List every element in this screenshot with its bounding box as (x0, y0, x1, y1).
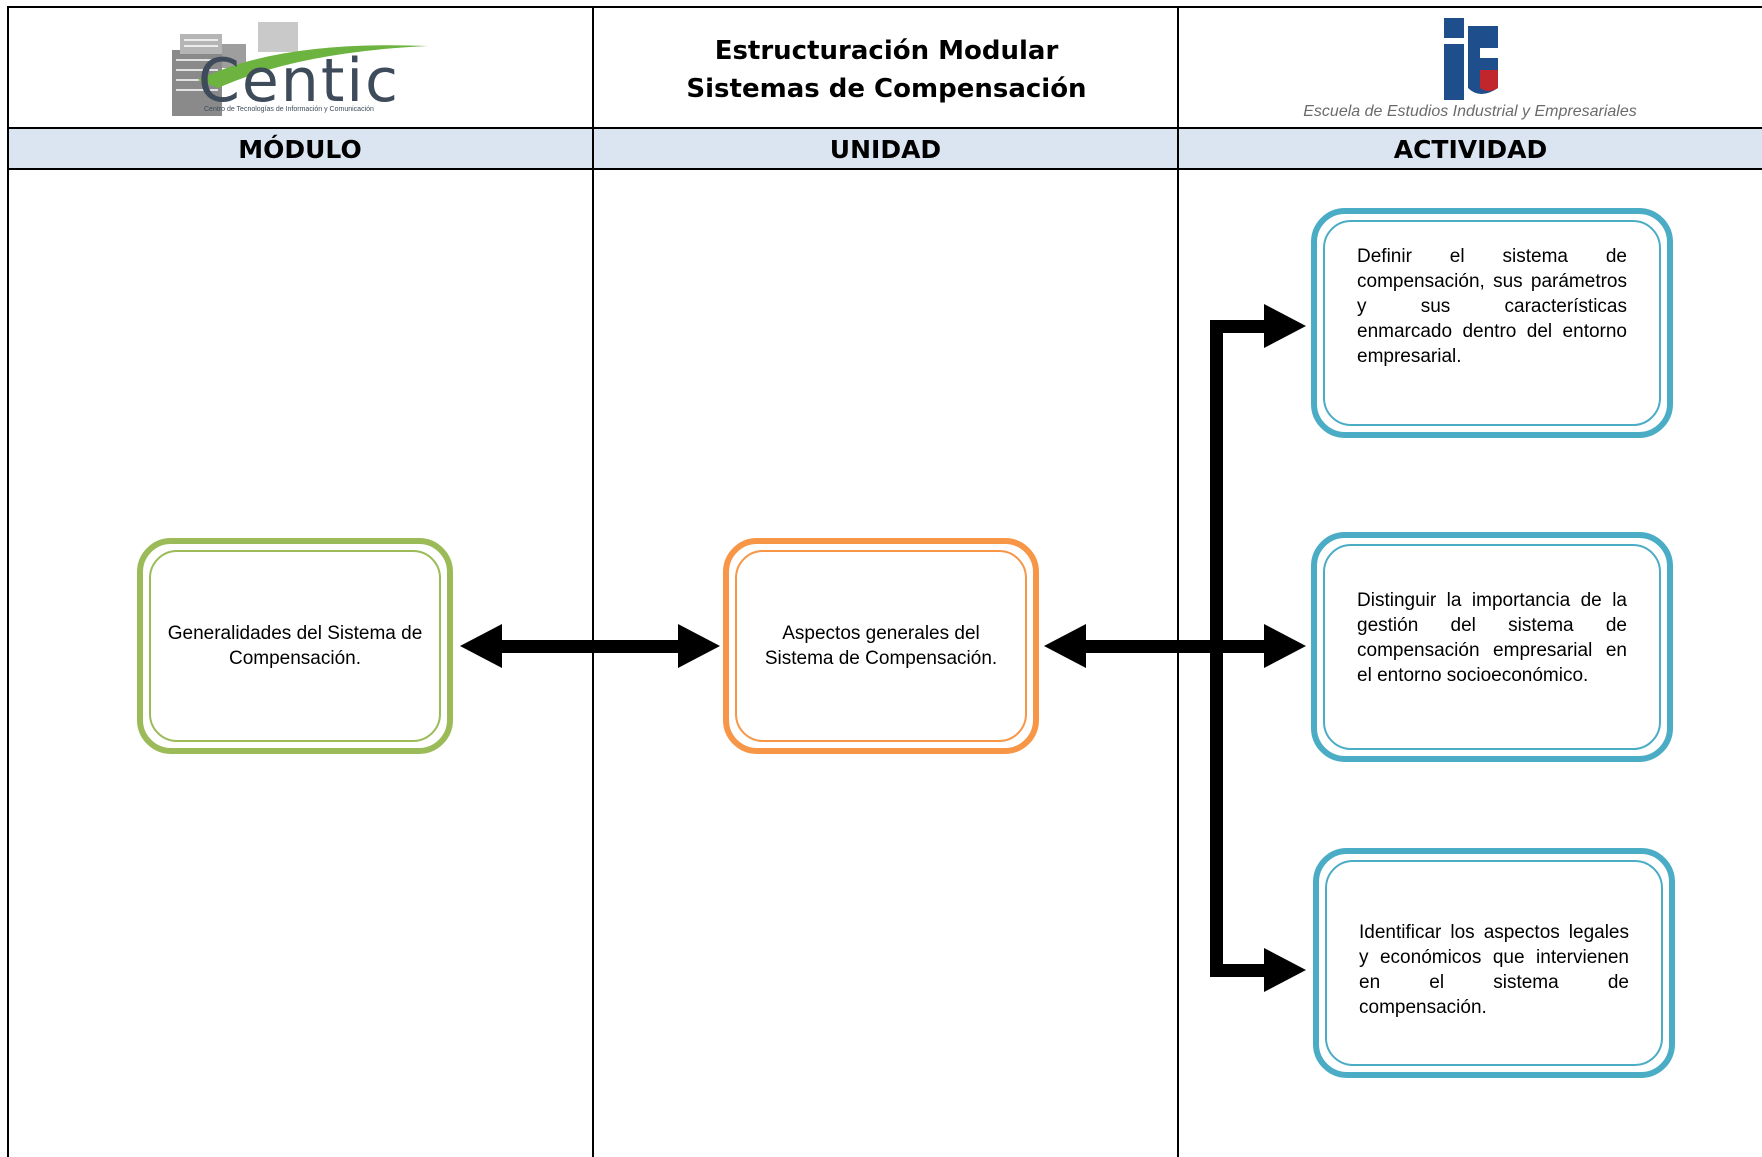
activity-3-text: Identificar los aspectos legales y econó… (1359, 922, 1629, 1018)
table-top-border (8, 6, 1762, 8)
school-logo (1440, 18, 1504, 100)
unit-activity-arrow (1044, 624, 1306, 668)
column-header-activity: ACTIVIDAD (1393, 135, 1548, 164)
module-text: Generalidades del Sistema de Compensació… (167, 623, 423, 669)
unit-box-inner-border (735, 550, 1027, 742)
school-caption: Escuela de Estudios Industrial y Empresa… (1303, 103, 1637, 120)
activity-box-1: Definir el sistema de compensación, sus … (1311, 208, 1673, 438)
activity-box-2-inner-border (1323, 544, 1661, 750)
title-line-2: Sistemas de Compensación (686, 74, 1087, 104)
activity-2-text: Distinguir la importancia de la gestión … (1357, 590, 1627, 686)
column-divider-1 (592, 6, 594, 1157)
module-unit-arrow (460, 624, 720, 668)
centic-logo: Centic Centro de Tecnologías de Informac… (158, 10, 444, 122)
page-title: Estructuración Modular Sistemas de Compe… (594, 32, 1179, 108)
column-header-divider (8, 168, 1762, 170)
column-divider-2 (1177, 6, 1179, 1157)
table-left-border (7, 6, 9, 1157)
header-divider (8, 127, 1762, 129)
activity-3-arrow (1210, 948, 1306, 992)
title-line-1: Estructuración Modular (714, 36, 1059, 66)
activity-1-text: Definir el sistema de compensación, sus … (1357, 246, 1627, 367)
activity-bus-line (1210, 320, 1223, 977)
activity-box-1-inner-border (1323, 220, 1661, 426)
unit-text: Aspectos generales del Sistema de Compen… (764, 623, 998, 669)
activity-box-3-inner-border (1325, 860, 1663, 1066)
school-emblem-icon (1444, 18, 1498, 100)
unit-box: Aspectos generales del Sistema de Compen… (723, 538, 1039, 754)
column-header-module: MÓDULO (238, 135, 362, 164)
module-box-inner-border (149, 550, 441, 742)
activity-1-arrow (1210, 304, 1306, 348)
column-header-unit: UNIDAD (829, 135, 942, 164)
centic-logo-graphic (172, 22, 428, 116)
activity-box-2: Distinguir la importancia de la gestión … (1311, 532, 1673, 762)
activity-box-3: Identificar los aspectos legales y econó… (1313, 848, 1675, 1078)
module-box: Generalidades del Sistema de Compensació… (137, 538, 453, 754)
centic-wordmark: Centic (198, 46, 401, 116)
column-header-band (8, 128, 1762, 169)
centic-subtitle: Centro de Tecnologías de Información y C… (204, 106, 374, 113)
